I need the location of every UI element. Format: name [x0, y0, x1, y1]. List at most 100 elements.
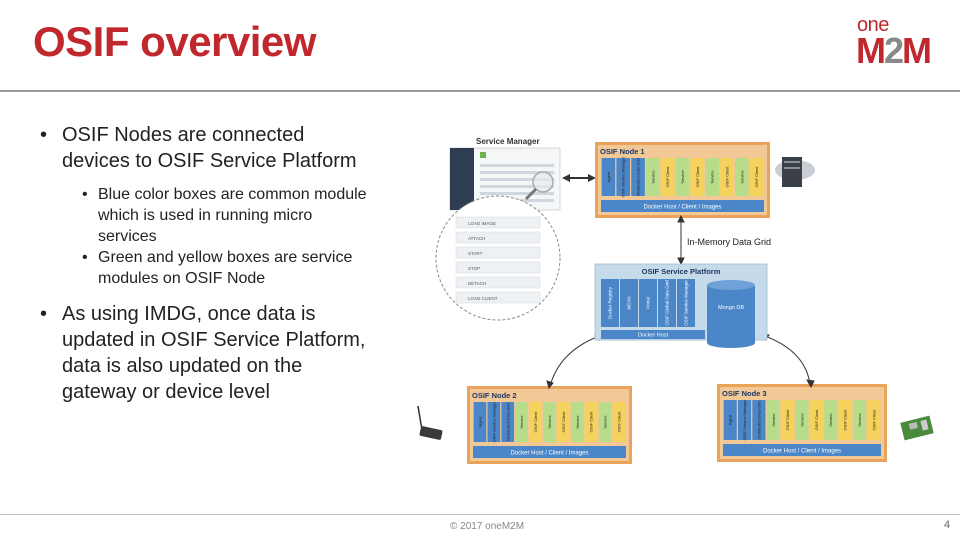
node-module-label: Service [603, 415, 608, 429]
node-module-label: Service [547, 415, 552, 429]
node-base-label: Docker Host / Client / Images [763, 449, 841, 455]
platform-base [601, 330, 705, 339]
node-base-label: Docker Host / Client / Images [643, 205, 721, 211]
node-module [838, 400, 852, 440]
menu-item [455, 291, 541, 304]
node-module-label: Distributed Data Grid [505, 403, 510, 440]
node-module-label: OSIF Service Manager [742, 399, 747, 440]
sub-bullet-item: Green and yellow boxes are service modul… [82, 247, 370, 289]
sub-bullet-item: Blue color boxes are common module which… [82, 184, 370, 247]
node-module-label: Service [800, 413, 805, 427]
platform-module [639, 279, 657, 327]
platform-title: OSIF Service Platform [642, 267, 721, 276]
node-module [749, 158, 764, 196]
node-module-label: OSIF Client [561, 411, 566, 433]
osif-architecture-diagram: Service Manager LOAD IMAGE ATTACH START STO… [410, 130, 955, 470]
board-icon [900, 415, 934, 441]
arrow-service-manager-node1 [562, 174, 596, 182]
node-module [675, 158, 690, 196]
node-module-label: OSIF Client [695, 166, 700, 188]
footer-divider [0, 514, 960, 515]
node-base [601, 200, 764, 212]
menu-item-label: START [468, 251, 483, 256]
title-divider [0, 90, 960, 92]
node-module [529, 402, 542, 442]
node-module [598, 402, 612, 442]
node-module-label: OSIF Service Manager [621, 156, 626, 197]
node-module-label: OSIF Client [617, 411, 622, 433]
node-module [543, 402, 556, 442]
node-module [720, 158, 734, 196]
service-manager-panel: Service Manager [449, 137, 561, 211]
node-module [646, 158, 660, 196]
node-module [734, 158, 749, 196]
node-module-label: Service [519, 415, 524, 429]
menu-item [455, 261, 541, 274]
menu-item-label: STOP [468, 266, 480, 271]
node-module [809, 400, 823, 440]
node-module [660, 158, 675, 196]
service-manager-title: Service Manager [476, 137, 540, 146]
node-module [705, 158, 719, 196]
node-module [501, 402, 515, 442]
platform-module-label: OSIF Global Data Grid [665, 280, 670, 326]
mongo-db-bottom [707, 338, 755, 348]
copyright-text: © 2017 oneM2M [450, 521, 525, 532]
node-module-label: OSIF Client [843, 409, 848, 431]
node-module [570, 402, 584, 442]
node-module-label: Agent [477, 416, 482, 427]
node-module-label: Service [739, 170, 744, 184]
node-module [487, 402, 501, 442]
platform-module [677, 279, 695, 327]
bullet-list: OSIF Nodes are connected devices to OSIF… [40, 122, 370, 415]
platform-module-label: Portal [646, 297, 651, 309]
node-module-label: OSIF Client [533, 411, 538, 433]
bullet-item: As using IMDG, once data is updated in O… [40, 301, 370, 405]
node-title: OSIF Node 1 [600, 147, 645, 156]
page-number: 4 [944, 519, 951, 531]
menu-item [455, 276, 541, 289]
menu-item-label: ATTACH [468, 236, 485, 241]
node-module [601, 158, 616, 196]
node-module-label: OSIF Client [871, 409, 876, 431]
node-module [824, 400, 838, 440]
node-title: OSIF Node 2 [472, 391, 517, 400]
node-module [752, 400, 766, 440]
node-module-label: OSIF Client [665, 166, 670, 188]
node-module [616, 158, 631, 196]
node-module [737, 400, 752, 440]
node-module [781, 400, 795, 440]
node-module [852, 400, 867, 440]
node-module-label: Service [828, 413, 833, 427]
node-module-label: OSIF Client [589, 411, 594, 433]
bullet-item: OSIF Nodes are connected devices to OSIF… [40, 122, 370, 174]
node-module-label: Distributed Data Grid [756, 401, 761, 438]
mongo-db-body [707, 285, 755, 343]
node-base [473, 446, 626, 458]
node-module-label: Service [650, 170, 655, 184]
node-module-label: Agent [728, 414, 733, 425]
osif-node-3: OSIF Node 3 Agent OSIF Service Manager Dist… [717, 384, 887, 462]
platform-module-label: MEAN [627, 296, 632, 309]
node-title: OSIF Node 3 [722, 389, 767, 398]
menu-item [455, 231, 541, 244]
platform-module [620, 279, 638, 327]
node-module-label: Distributed Data Grid [636, 158, 641, 195]
node-module-label: OSIF Client [785, 409, 790, 431]
node-module-label: OSIF Service Manager [491, 401, 496, 442]
node-module [723, 400, 737, 440]
menu-item [455, 216, 541, 229]
menu-item-label: DETACH [468, 281, 486, 286]
mongo-db-label: Mongo DB [718, 305, 744, 311]
platform-module-label: Docker Registry [608, 286, 613, 319]
router-icon [417, 405, 443, 440]
node-module-label: OSIF Client [814, 409, 819, 431]
onem2m-logo: one M2M [856, 14, 946, 74]
node-module [557, 402, 570, 442]
node-module [631, 158, 645, 196]
node-module-label: Service [771, 413, 776, 427]
menu-item-label: LOAD IMAGE [468, 221, 496, 226]
node-module [515, 402, 529, 442]
node-base-label: Docker Host / Client / Images [510, 451, 588, 457]
